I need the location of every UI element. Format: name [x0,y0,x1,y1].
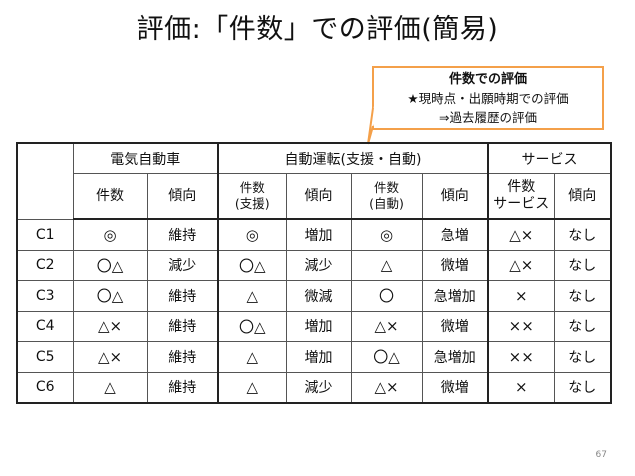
cell-ad-support-trend: 微減 [285,280,352,312]
table-row: C2 〇△ 減少 〇△ 減少 △ 微増 △× なし [16,249,612,281]
cell-ev-count: 〇△ [72,249,148,281]
cell-ad-auto-trend: 微増 [421,249,489,281]
cell-ev-count: △ [72,371,148,404]
row-label: C1 [16,218,74,251]
callout-heading: 件数での評価 [448,72,527,87]
group-header-service: サービス [487,142,612,174]
subheader-ad-count-auto-line2: (自動) [369,196,404,211]
evaluation-table: 電気自動車 自動運転(支援・自動) サービス 件数 傾向 件数 (支援) 傾向 … [16,142,612,404]
cell-ev-count: ◎ [72,218,148,251]
cell-ad-support-count: △ [217,280,287,312]
subheader-ad-trend-auto: 傾向 [421,173,489,220]
cell-ad-support-trend: 減少 [285,249,352,281]
subheader-svc-count: 件数 サービス [487,173,555,220]
cell-ad-auto-count: △× [350,371,423,404]
cell-ad-support-trend: 減少 [285,371,352,404]
table-row: C1 ◎ 維持 ◎ 増加 ◎ 急増 △× なし [16,218,612,251]
cell-ad-support-trend: 増加 [285,341,352,373]
cell-svc-count: ×× [487,341,555,373]
cell-ev-count: △× [72,341,148,373]
callout-line-current: ★現時点・出願時期での評価 [407,91,569,106]
cell-ev-count: 〇△ [72,280,148,312]
table-row: C6 △ 維持 △ 減少 △× 微増 × なし [16,371,612,404]
subheader-ad-count-support: 件数 (支援) [217,173,287,220]
cell-ev-trend: 維持 [146,371,219,404]
row-label: C5 [16,341,74,373]
cell-ad-support-count: ◎ [217,218,287,251]
cell-ad-auto-trend: 急増 [421,218,489,251]
cell-ad-support-trend: 増加 [285,218,352,251]
subheader-svc-count-line1: 件数 [507,179,536,195]
cell-ad-auto-count: 〇 [350,280,423,312]
cell-ev-count: △× [72,310,148,342]
cell-ev-trend: 維持 [146,341,219,373]
cell-ad-auto-trend: 急増加 [421,341,489,373]
subheader-ad-trend-support: 傾向 [285,173,352,220]
subheader-svc-trend: 傾向 [553,173,612,220]
cell-ad-support-count: △ [217,341,287,373]
slide-title: 評価:「件数」での評価(簡易) [136,14,499,45]
cell-svc-count: × [487,371,555,404]
cell-ev-trend: 維持 [146,218,219,251]
cell-ad-support-count: 〇△ [217,249,287,281]
cell-ev-trend: 維持 [146,310,219,342]
row-label: C6 [16,371,74,404]
subheader-ev-trend: 傾向 [146,173,219,220]
cell-ad-auto-count: △× [350,310,423,342]
table-row: C3 〇△ 維持 △ 微減 〇 急増加 × なし [16,280,612,312]
cell-ad-auto-trend: 微増 [421,371,489,404]
subheader-ad-count-support-line2: (支援) [234,196,270,211]
group-header-ev: 電気自動車 [72,142,219,174]
cell-ad-auto-trend: 微増 [421,310,489,342]
cell-svc-count: × [487,280,555,312]
row-label: C4 [16,310,74,342]
subheader-ev-count: 件数 [72,173,148,220]
callout-box: 件数での評価 ★現時点・出願時期での評価 ⇒過去履歴の評価 [372,66,604,130]
table-row: C5 △× 維持 △ 増加 〇△ 急増加 ×× なし [16,341,612,373]
group-header-row: 電気自動車 自動運転(支援・自動) サービス [16,142,612,220]
cell-svc-count: △× [487,249,555,281]
subheader-ad-count-support-line1: 件数 [239,180,265,195]
subheader-ad-count-auto: 件数 (自動) [350,173,423,220]
cell-ad-support-count: △ [217,371,287,404]
cell-svc-count: ×× [487,310,555,342]
cell-ad-auto-count: ◎ [350,218,423,251]
table-row: C4 △× 維持 〇△ 増加 △× 微増 ×× なし [16,310,612,342]
cell-ad-auto-count: 〇△ [350,341,423,373]
subheader-ad-count-auto-line1: 件数 [373,180,399,195]
sub-header-row: 件数 傾向 件数 (支援) 傾向 件数 (自動) 傾向 件数 サービス 傾向 [17,173,612,220]
cell-svc-trend: なし [553,280,612,312]
cell-ev-trend: 減少 [146,249,219,281]
cell-svc-trend: なし [553,310,612,342]
cell-ad-support-trend: 増加 [285,310,352,342]
cell-svc-trend: なし [553,218,612,251]
row-label: C3 [16,280,74,312]
cell-svc-count: △× [487,218,555,251]
cell-svc-trend: なし [553,371,612,404]
cell-ad-auto-trend: 急増加 [421,280,489,312]
cell-ad-auto-count: △ [350,249,423,281]
page-number: 67 [595,450,607,460]
corner-cell [16,142,74,220]
subheader-svc-count-line2: サービス [493,196,550,212]
cell-svc-trend: なし [553,249,612,281]
row-label: C2 [16,249,74,281]
cell-svc-trend: なし [553,341,612,373]
callout-line-history: ⇒過去履歴の評価 [439,110,537,125]
cell-ad-support-count: 〇△ [217,310,287,342]
group-header-autonomous: 自動運転(支援・自動) [217,142,489,174]
evaluation-table-wrapper: 電気自動車 自動運転(支援・自動) サービス 件数 傾向 件数 (支援) 傾向 … [16,142,612,404]
cell-ev-trend: 維持 [146,280,219,312]
